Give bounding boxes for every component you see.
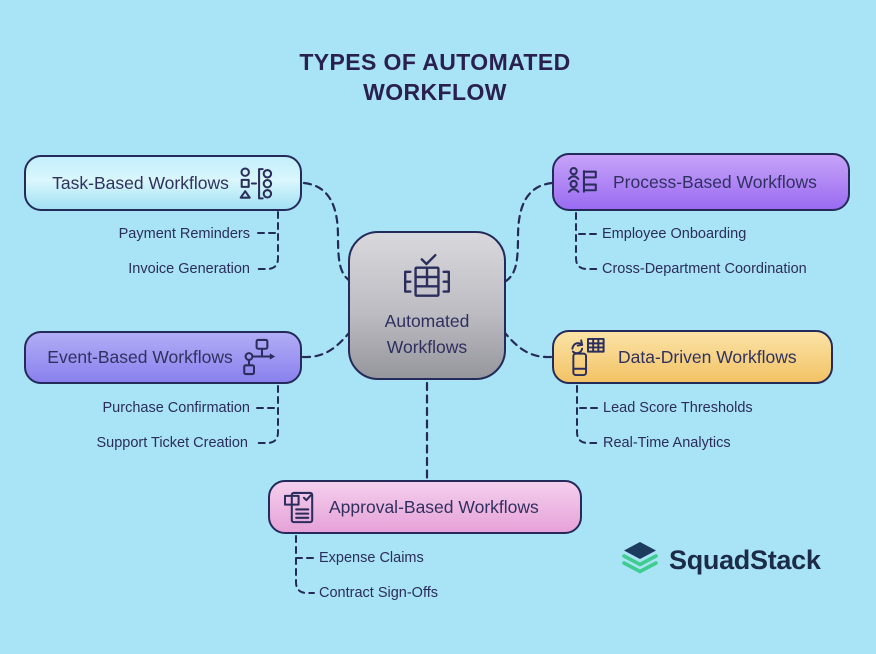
center-node-label: Automated Workflows bbox=[385, 308, 470, 360]
task-item-invoice-generation: Invoice Generation bbox=[128, 261, 250, 277]
process-item-employee-onboarding: Employee Onboarding bbox=[602, 226, 747, 242]
node-process-label: Process-Based Workflows bbox=[613, 171, 817, 192]
connector-event-center bbox=[301, 331, 351, 359]
node-task-label: Task-Based Workflows bbox=[52, 172, 229, 193]
connector-task-items bbox=[256, 211, 279, 270]
node-data-driven[interactable]: Data-Driven Workflows bbox=[552, 330, 833, 384]
node-data-label: Data-Driven Workflows bbox=[618, 346, 797, 367]
connector-event-items bbox=[255, 385, 279, 444]
connector-approval-items bbox=[295, 535, 315, 594]
event-item-support-ticket: Support Ticket Creation bbox=[96, 435, 248, 451]
node-approval-label: Approval-Based Workflows bbox=[329, 496, 539, 517]
center-label-line2: Workflows bbox=[386, 336, 468, 357]
node-approval-based[interactable]: Approval-Based Workflows bbox=[268, 480, 582, 534]
data-item-real-time-analytics: Real-Time Analytics bbox=[603, 435, 731, 451]
node-event-based[interactable]: Event-Based Workflows bbox=[24, 331, 302, 384]
node-process-based[interactable]: Process-Based Workflows bbox=[552, 153, 850, 211]
node-automated-workflows[interactable]: Automated Workflows bbox=[348, 231, 506, 380]
connector-data-center bbox=[503, 331, 553, 359]
connector-data-items bbox=[576, 385, 599, 444]
flowchart-arrow-icon bbox=[242, 338, 275, 376]
connector-task-center bbox=[302, 181, 352, 283]
connector-process-center bbox=[504, 181, 554, 283]
people-org-icon bbox=[568, 166, 597, 193]
approval-item-expense-claims: Expense Claims bbox=[319, 550, 424, 566]
page-title: TYPES OF AUTOMATED WORKFLOW bbox=[203, 47, 667, 107]
center-label-line1: Automated bbox=[384, 310, 470, 331]
node-event-label: Event-Based Workflows bbox=[47, 347, 233, 367]
connector-process-items bbox=[575, 212, 598, 270]
task-item-payment-reminders: Payment Reminders bbox=[118, 226, 250, 242]
node-task-based[interactable]: Task-Based Workflows bbox=[24, 155, 302, 211]
page-title-line1: TYPES OF AUTOMATED bbox=[299, 49, 571, 75]
approved-document-icon bbox=[284, 491, 314, 523]
page-title-line2: WORKFLOW bbox=[363, 79, 507, 105]
data-item-lead-score: Lead Score Thresholds bbox=[603, 400, 753, 416]
table-check-icon bbox=[403, 253, 451, 297]
shape-list-icon bbox=[239, 166, 272, 199]
squadstack-logo: SquadStack bbox=[620, 540, 821, 580]
event-item-purchase-confirmation: Purchase Confirmation bbox=[102, 400, 251, 416]
stack-layers-icon bbox=[622, 542, 658, 574]
process-item-cross-department: Cross-Department Coordination bbox=[602, 261, 807, 277]
approval-item-contract-signoffs: Contract Sign-Offs bbox=[319, 585, 439, 601]
device-sync-table-icon bbox=[571, 337, 605, 376]
logo-wordmark: SquadStack bbox=[669, 544, 821, 575]
